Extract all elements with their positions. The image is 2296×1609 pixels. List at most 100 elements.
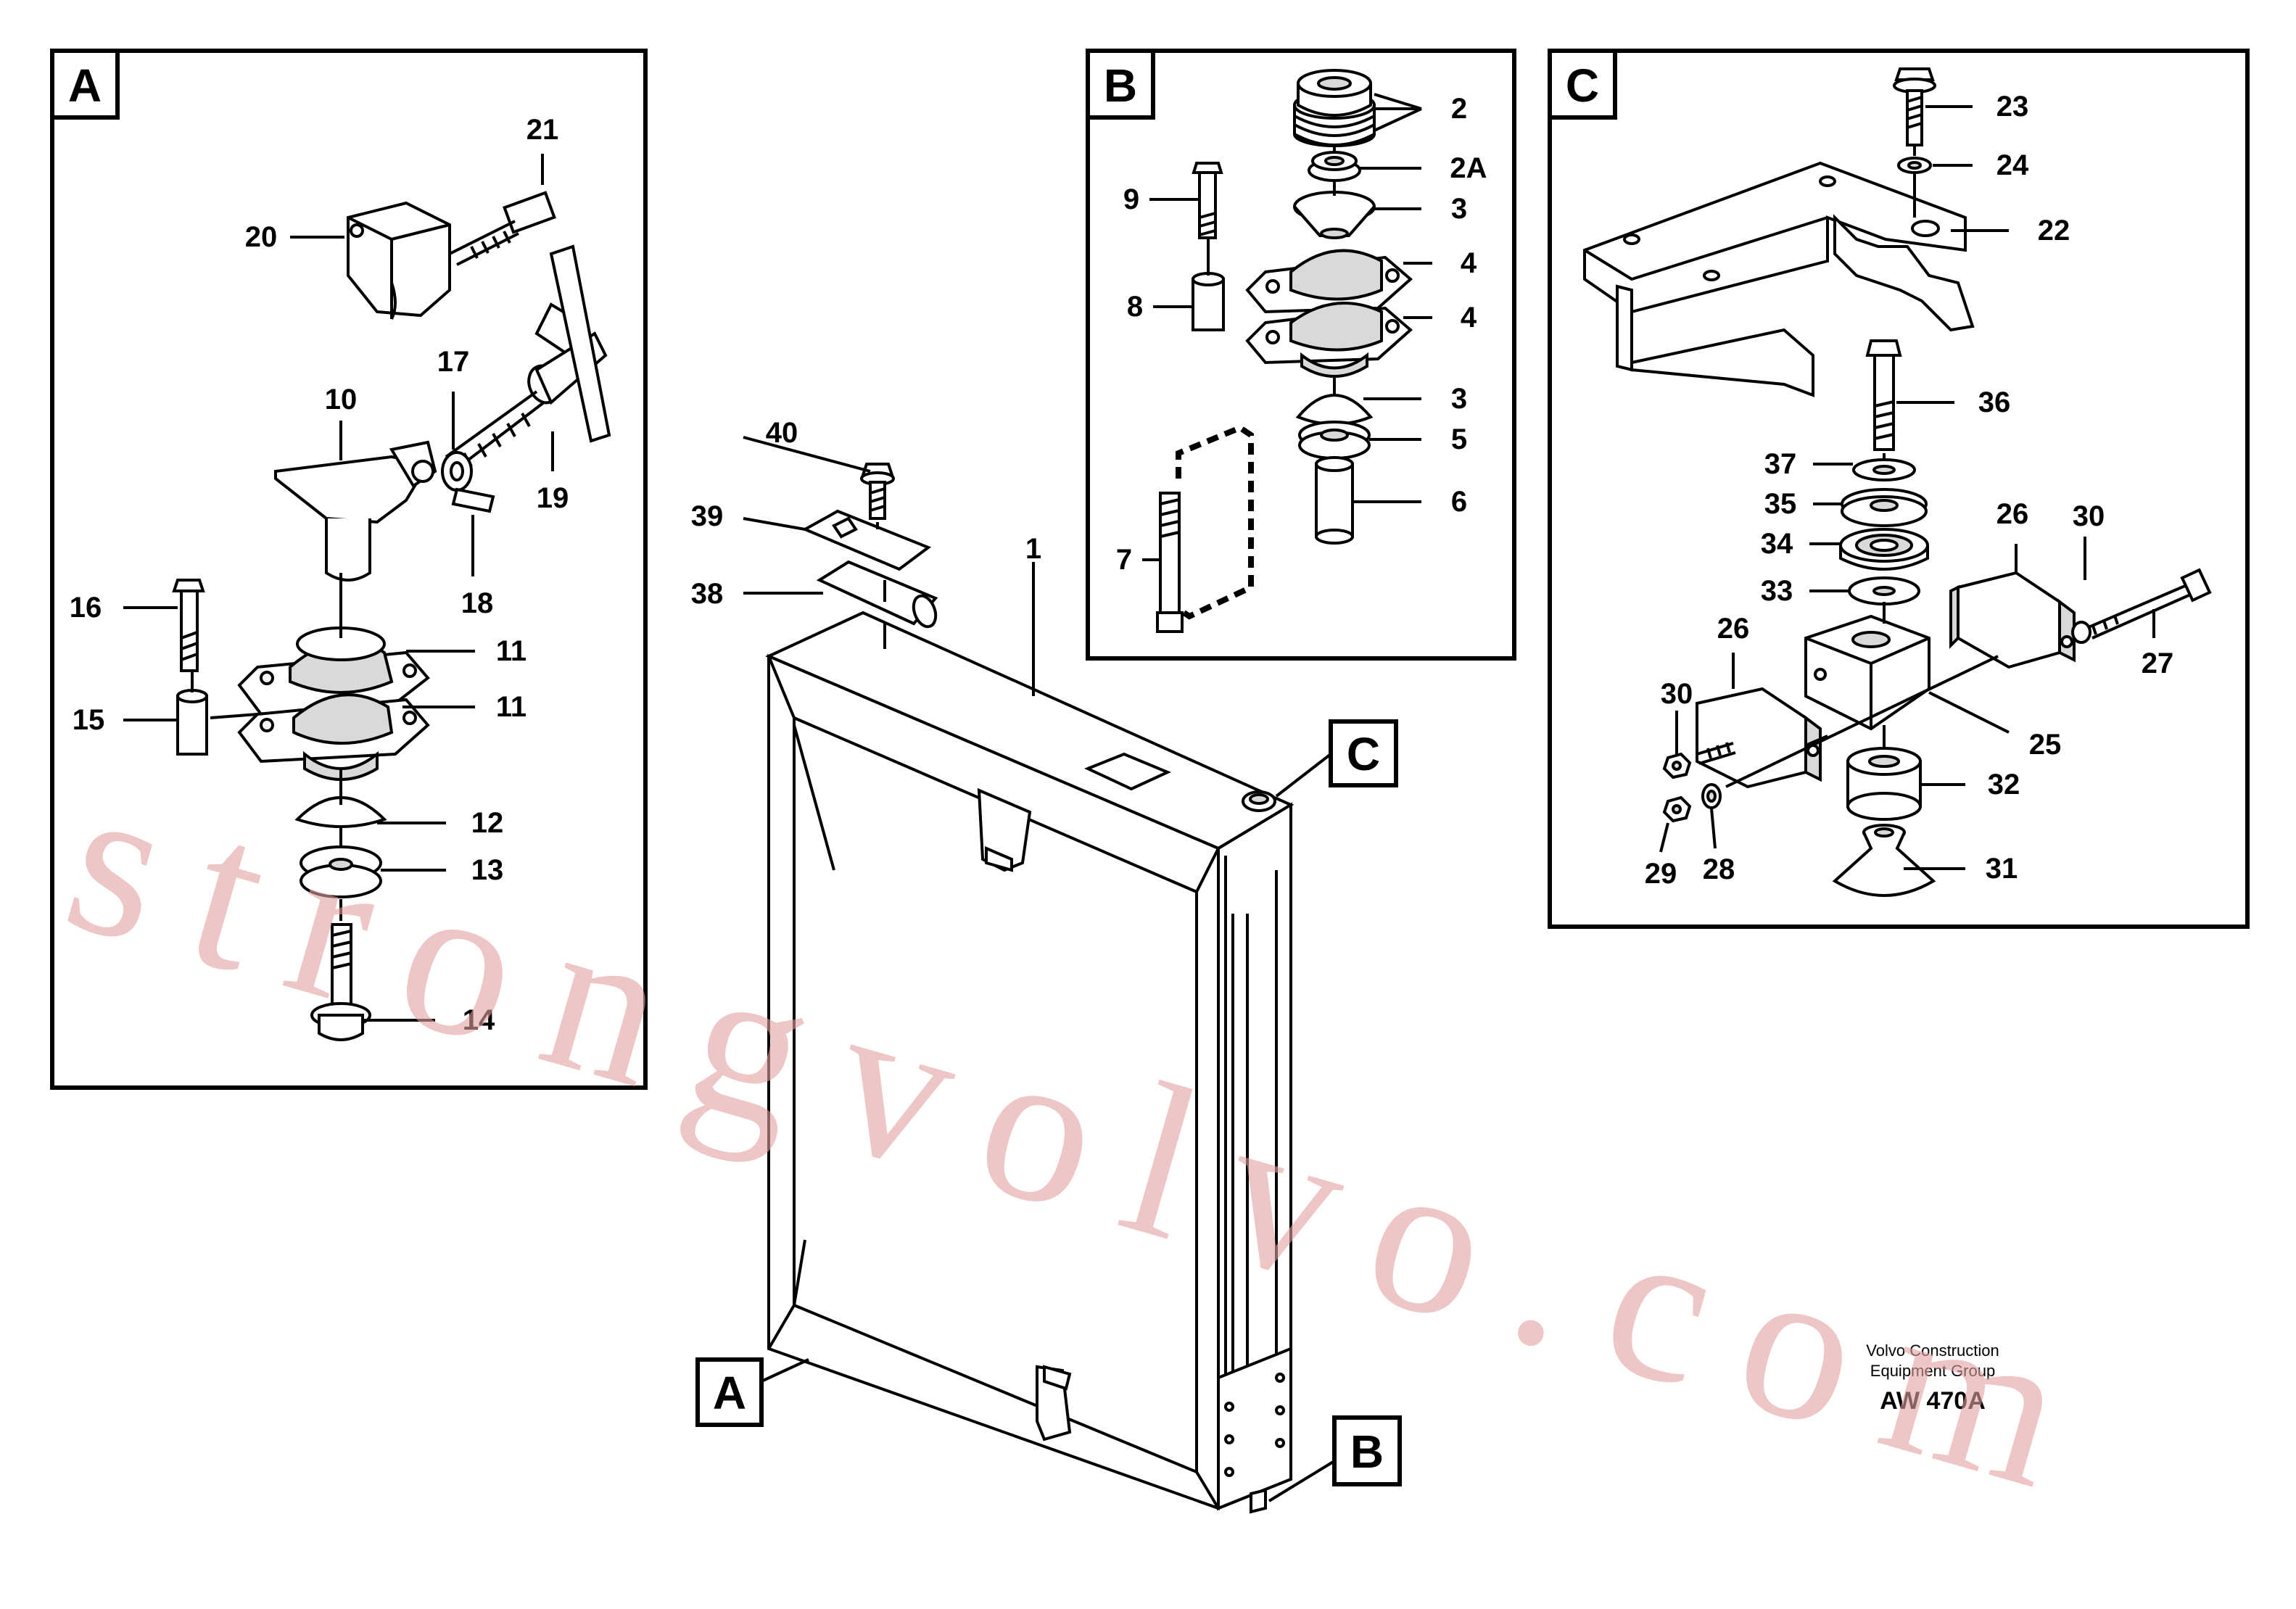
part-label-15: 15 xyxy=(73,704,105,736)
nut-part xyxy=(2071,621,2091,644)
rubber-mount-part xyxy=(1245,302,1413,378)
washer-part xyxy=(1852,458,1916,481)
part-label-32: 32 xyxy=(1988,769,2020,801)
washer-part xyxy=(1298,421,1371,460)
bolt-part xyxy=(449,191,556,266)
washer-part xyxy=(1839,528,1929,571)
part-label-27: 27 xyxy=(2142,648,2174,679)
part-label-2a: 2A xyxy=(1450,152,1487,184)
bolt-part xyxy=(172,579,205,672)
rubber-mount-part xyxy=(1245,249,1413,314)
connector-a-label: A xyxy=(713,1367,746,1419)
part-label-1: 1 xyxy=(1025,533,1041,565)
rubber-stack-part xyxy=(1293,69,1376,147)
part-label-3a: 3 xyxy=(1451,193,1467,225)
part-label-30a: 30 xyxy=(2073,500,2105,532)
nut-part xyxy=(1662,752,1692,779)
part-label-8: 8 xyxy=(1127,291,1143,323)
part-label-26a: 26 xyxy=(1996,498,2029,530)
washer-part xyxy=(1897,157,1932,174)
part-label-34: 34 xyxy=(1761,528,1793,560)
part-label-29: 29 xyxy=(1645,858,1677,890)
part-label-18: 18 xyxy=(461,587,494,619)
spacer-part xyxy=(1192,272,1225,331)
rubber-mount-part xyxy=(237,693,430,781)
pin-part xyxy=(451,487,495,513)
part-label-11b: 11 xyxy=(496,691,526,723)
part-label-2: 2 xyxy=(1451,93,1467,125)
part-label-25: 25 xyxy=(2029,729,2062,761)
part-label-20: 20 xyxy=(245,221,278,253)
cone-part xyxy=(294,796,387,828)
part-label-9: 9 xyxy=(1123,183,1139,215)
part-label-33: 33 xyxy=(1761,575,1793,607)
part-label-23: 23 xyxy=(1996,91,2029,123)
panel-a-label: A xyxy=(68,59,102,112)
credit-line-2: Equipment Group xyxy=(1870,1362,1995,1380)
part-label-35: 35 xyxy=(1764,488,1797,520)
part-label-3b: 3 xyxy=(1451,383,1467,415)
connector-a: A xyxy=(695,1357,809,1427)
rubber-block-part xyxy=(1949,571,2076,669)
panel-c: C xyxy=(1548,49,2250,929)
part-label-21: 21 xyxy=(526,114,559,146)
cone-part xyxy=(1293,191,1376,239)
part-label-16: 16 xyxy=(70,592,102,624)
part-label-4b: 4 xyxy=(1461,302,1477,334)
t-handle-part xyxy=(441,244,611,492)
part-label-17: 17 xyxy=(437,346,470,378)
part-label-24: 24 xyxy=(1996,149,2029,181)
part-label-22: 22 xyxy=(2038,215,2070,247)
part-label-13: 13 xyxy=(471,854,504,886)
part-label-28: 28 xyxy=(1703,853,1735,885)
block-part xyxy=(347,201,451,320)
part-label-19: 19 xyxy=(537,482,569,514)
panel-a: A xyxy=(50,49,648,1090)
part-label-37: 37 xyxy=(1764,448,1797,480)
connector-b: B xyxy=(1268,1415,1402,1502)
connector-b-label: B xyxy=(1350,1426,1384,1478)
washer-part xyxy=(300,845,382,898)
part-label-30b: 30 xyxy=(1661,678,1693,710)
part-label-4a: 4 xyxy=(1461,247,1477,279)
part-label-31: 31 xyxy=(1986,853,2018,885)
bolt-part xyxy=(2088,568,2212,640)
cone-part xyxy=(1295,394,1374,426)
rubber-mount-part xyxy=(237,626,430,716)
panel-b-label: B xyxy=(1104,59,1137,112)
spacer-part xyxy=(176,689,208,756)
bracket-part xyxy=(1583,161,1975,397)
connector-c-label: C xyxy=(1347,728,1380,780)
part-label-5: 5 xyxy=(1451,423,1467,455)
sleeve-part xyxy=(816,560,938,629)
part-label-39: 39 xyxy=(691,500,724,532)
latch-part xyxy=(274,440,437,582)
part-label-10: 10 xyxy=(325,384,358,415)
dashed-loop xyxy=(1176,424,1254,620)
washer-part xyxy=(1841,488,1928,527)
part-label-14: 14 xyxy=(463,1004,495,1036)
washer-part xyxy=(1701,783,1722,809)
part-label-12: 12 xyxy=(471,807,504,839)
part-label-11a: 11 xyxy=(496,635,526,667)
sleeve-part xyxy=(1315,456,1354,545)
panel-b: B xyxy=(1086,49,1516,661)
credit-block: Volvo Construction Equipment Group AW 47… xyxy=(1866,1341,1999,1415)
bushing-part xyxy=(1308,151,1361,182)
mount-block-part xyxy=(1804,614,1930,731)
connector-c: C xyxy=(1275,719,1398,798)
bolt-part xyxy=(1156,492,1184,633)
stud-part xyxy=(1696,742,1736,765)
bolt-part xyxy=(310,923,371,1041)
radiator-assembly xyxy=(765,611,1294,1514)
part-label-26b: 26 xyxy=(1717,613,1750,645)
bolt-part xyxy=(860,463,895,520)
part-label-6: 6 xyxy=(1451,486,1467,518)
part-label-7: 7 xyxy=(1116,544,1132,576)
bolt-part xyxy=(1192,162,1223,239)
clip-part xyxy=(801,509,932,571)
part-label-38: 38 xyxy=(691,578,724,610)
panel-c-label: C xyxy=(1566,59,1599,112)
washer-part xyxy=(1848,576,1920,605)
